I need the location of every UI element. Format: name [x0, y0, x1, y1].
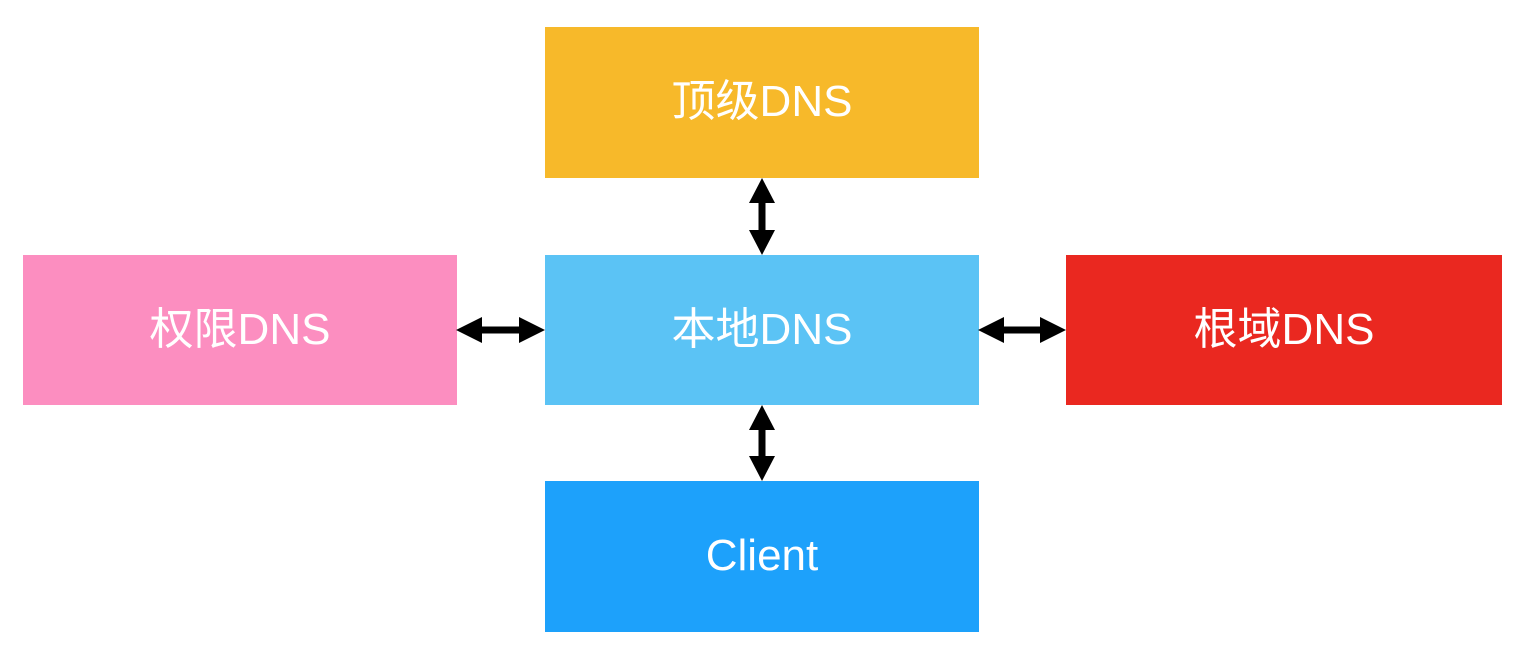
connector-local-dns-to-root-dns — [978, 317, 1066, 343]
connector-local-dns-to-client — [749, 405, 775, 481]
node-authoritative-dns-label: 权限DNS — [149, 304, 331, 354]
node-client[interactable]: Client — [545, 481, 979, 632]
node-local-dns-label: 本地DNS — [671, 304, 853, 354]
node-local-dns[interactable]: 本地DNS — [545, 255, 979, 405]
node-authoritative-dns[interactable]: 权限DNS — [23, 255, 457, 405]
node-client-label: Client — [705, 531, 819, 581]
node-top-level-dns[interactable]: 顶级DNS — [545, 27, 979, 178]
connector-authoritative-dns-to-local-dns — [456, 317, 545, 343]
connector-top-level-dns-to-local-dns — [749, 178, 775, 255]
node-root-dns-label: 根域DNS — [1193, 304, 1375, 354]
node-root-dns[interactable]: 根域DNS — [1066, 255, 1502, 405]
node-top-level-dns-label: 顶级DNS — [671, 77, 853, 127]
